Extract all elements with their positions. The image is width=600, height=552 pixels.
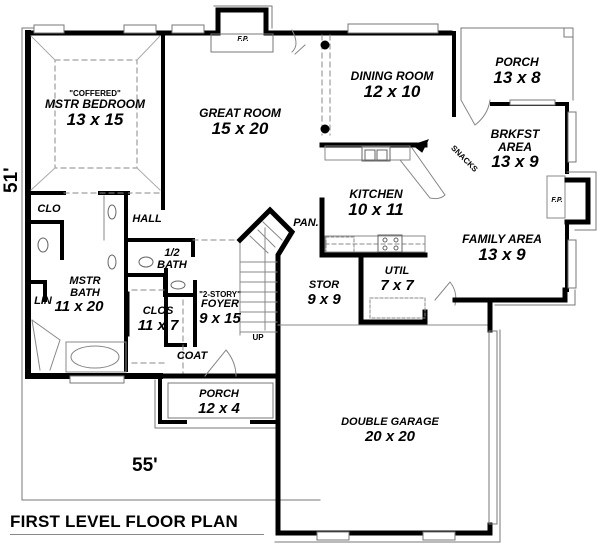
room-breakfast-area: BRKFST AREA 13 x 9 [491,128,540,171]
room-size: 13 x 8 [493,67,541,87]
room-name: KITCHEN [349,187,403,201]
room-name-2: BATH [70,286,100,299]
fireplace-great-room-label: F.P. [237,36,249,43]
room-master-bath: MSTR BATH 11 x 20 [55,275,110,315]
room-storage: STOR 9 x 9 [307,279,341,308]
room-size: 13 x 9 [478,244,526,264]
room-size: 13 x 9 [491,152,539,172]
room-double-garage: DOUBLE GARAGE 20 x 20 [341,416,439,445]
room-name: DINING ROOM [350,69,434,83]
room-name: MSTR BEDROOM [45,97,145,112]
room-dining-room: DINING ROOM 12 x 10 [351,70,434,100]
room-name: HALL [132,213,162,225]
room-master-bedroom: "COFFERED" MSTR BEDROOM 13 x 15 [45,89,145,129]
fireplace-family-label: F.P. [551,197,563,204]
room-size: 11 x 7 [137,316,179,334]
room-name: BRKFST [490,127,540,141]
room-hall: HALL [132,213,162,226]
overall-width-dimension: 55' [132,455,158,476]
room-name-2: AREA [497,139,533,154]
room-name: LIN [34,295,52,307]
room-closet: CLOS 11 x 7 [137,305,179,334]
room-size: 13 x 15 [66,109,124,129]
room-size: 9 x 9 [307,290,341,308]
room-size: 11 x 20 [54,298,104,316]
room-size: 9 x 15 [199,309,241,327]
room-name: FAMILY AREA [462,232,542,246]
room-name: PORCH [199,388,239,400]
room-porch-rear: PORCH 13 x 8 [493,56,540,86]
overall-depth-dimension: 51' [1,167,22,193]
stair-up-label: UP [252,333,264,342]
room-pantry: PAN. [293,217,319,230]
room-size: 10 x 11 [348,199,404,219]
room-size: 15 x 20 [211,118,269,138]
room-size: 12 x 4 [198,399,240,417]
room-name: DOUBLE GARAGE [341,416,439,428]
room-name: COAT [176,350,208,362]
room-porch-front: PORCH 12 x 4 [198,388,240,417]
title-underline [10,534,264,535]
room-name: PAN. [293,217,319,229]
room-note: "2-STORY" [199,290,241,299]
room-linen: LIN [34,295,52,308]
room-name: GREAT ROOM [199,106,281,120]
room-size: 7 x 7 [380,276,414,294]
room-name: PORCH [495,55,539,69]
room-name: UTIL [384,265,410,277]
room-name: CLO [37,203,61,215]
room-coat: COAT [176,350,208,363]
room-size: 20 x 20 [364,427,416,445]
room-half-bath: 1/2 BATH [157,247,187,271]
room-closet-small: CLO [37,203,61,216]
room-name: FOYER [201,298,239,311]
room-size: 12 x 10 [363,81,421,101]
room-name: MSTR [69,275,101,287]
room-name: CLOS [142,305,174,317]
room-name-2: BATH [157,258,187,271]
room-family-area: FAMILY AREA 13 x 9 [462,233,542,263]
room-foyer: "2-STORY" FOYER 9 x 15 [199,290,241,327]
room-name: 1/2 [164,247,180,259]
plan-title: FIRST LEVEL FLOOR PLAN [10,512,238,531]
room-great-room: GREAT ROOM 15 x 20 [199,107,281,137]
room-kitchen: KITCHEN 10 x 11 [348,188,403,218]
room-name: STOR [308,279,340,291]
room-utility: UTIL 7 x 7 [380,265,414,294]
room-note: "COFFERED" [69,89,121,98]
